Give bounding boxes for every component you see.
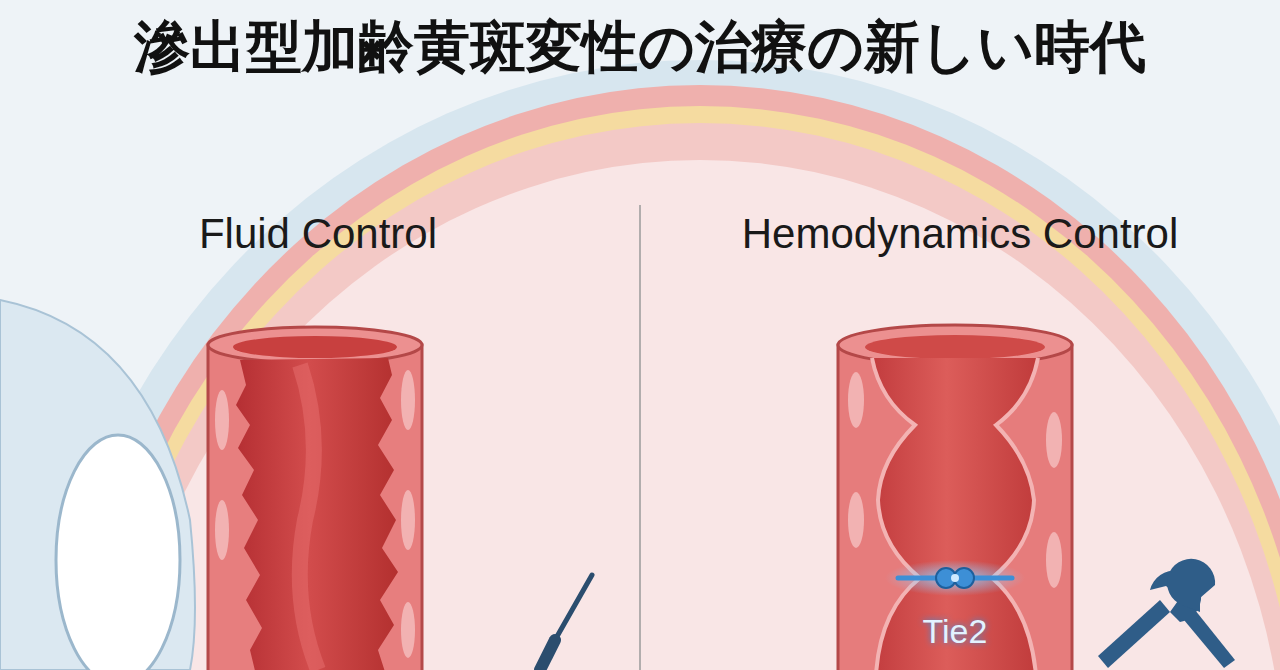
stable-vessel xyxy=(838,325,1072,670)
choroid-layer xyxy=(70,85,1280,670)
receptor-label: Tie2 xyxy=(923,612,988,651)
panel-divider xyxy=(639,205,641,670)
panel-heading: Hemodynamics Control xyxy=(742,210,1179,258)
rpe-layer xyxy=(88,106,1280,670)
sclera-layer xyxy=(40,60,1280,670)
page-title: 滲出型加齢黄斑変性の治療の新しい時代 xyxy=(134,10,1146,86)
panel-heading: Fluid Control xyxy=(199,210,437,258)
leaky-vessel xyxy=(208,327,422,670)
screwdriver-icon xyxy=(540,575,592,670)
vitreous xyxy=(115,160,1280,670)
retina-layer xyxy=(100,123,1280,670)
tie2-receptor xyxy=(885,560,1025,596)
wrench-icon xyxy=(1098,559,1235,668)
lens xyxy=(56,435,180,670)
